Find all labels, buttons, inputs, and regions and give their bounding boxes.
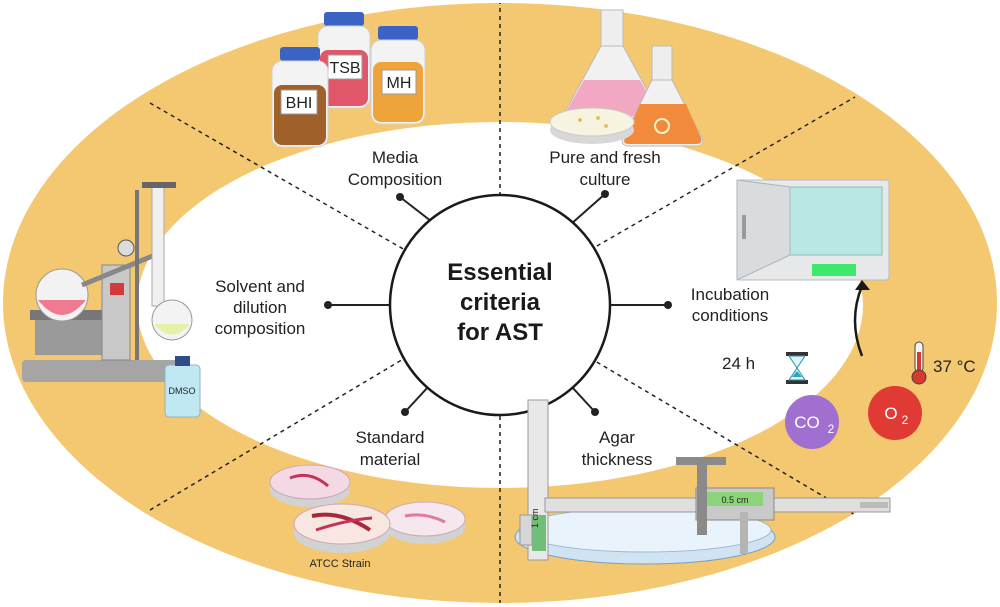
o2-sub: 2	[902, 413, 909, 427]
co2-sub: 2	[828, 422, 835, 436]
criterion-culture: Pure and fresh culture	[549, 148, 661, 189]
culture-flasks-icon	[549, 9, 704, 147]
incubation-arrow	[853, 285, 864, 357]
culture-label-line1: Pure and fresh	[549, 148, 661, 167]
solvent-label-line1: Solvent and	[215, 277, 305, 296]
media-bottles-icon: TSB MH BHI	[271, 12, 426, 148]
atcc-label: ATCC Strain	[310, 558, 371, 570]
caliper-icon: 1 cm 0.5 cm	[514, 399, 891, 565]
incubation-label-line2: conditions	[692, 306, 769, 325]
petri-dish-icon	[549, 107, 635, 144]
media-label-line2: Composition	[348, 170, 443, 189]
bottle-icon: MH	[370, 26, 426, 125]
center-hub: Essential criteria for AST	[388, 193, 612, 417]
co2-bubble: CO 2	[785, 395, 839, 449]
section-dividers	[149, 3, 856, 603]
center-title-line3: for AST	[457, 319, 543, 346]
thermometer-icon	[911, 341, 927, 385]
co2-main: CO	[794, 413, 820, 432]
petri-dish-icon	[293, 503, 391, 553]
rotary-evaporator-icon: DMSO	[22, 182, 201, 418]
o2-bubble: O 2	[868, 386, 922, 440]
media-label-line1: Media	[372, 148, 419, 167]
bottle-icon: BHI	[271, 47, 329, 148]
connector-lines	[328, 193, 668, 413]
solvent-label-line2: dilution	[233, 298, 287, 317]
caliper-05cm-label: 0.5 cm	[721, 495, 748, 505]
incubation-label-line1: Incubation	[691, 285, 769, 304]
standard-label-line2: material	[360, 450, 420, 469]
incubation-arrowhead	[855, 280, 870, 290]
solvent-label-line3: composition	[215, 319, 306, 338]
connector-dots	[324, 190, 672, 416]
petri-dish-icon	[269, 464, 351, 507]
incubator-icon	[736, 179, 890, 281]
culture-label-line2: culture	[579, 170, 630, 189]
agar-label-line1: Agar	[599, 428, 635, 447]
criterion-agar: Agar thickness	[582, 428, 653, 469]
criterion-incubation: Incubation conditions	[691, 285, 769, 325]
bhi-label: BHI	[286, 95, 313, 112]
center-title-line1: Essential	[447, 259, 552, 286]
caliper-1cm-label: 1 cm	[530, 508, 540, 528]
flask-icon	[621, 45, 704, 147]
standard-label-line1: Standard	[356, 428, 425, 447]
standard-dishes-icon: ATCC Strain	[269, 464, 466, 570]
center-title-line2: criteria	[460, 289, 541, 316]
criterion-media: Media Composition	[348, 148, 443, 189]
flask-icon	[564, 9, 660, 119]
criterion-solvent: Solvent and dilution composition	[215, 277, 306, 338]
o2-main: O	[884, 404, 897, 423]
temp-value: 37 °C	[933, 357, 976, 376]
time-value: 24 h	[722, 354, 755, 373]
petri-dish-icon	[384, 501, 466, 544]
mh-label: MH	[387, 75, 412, 92]
dmso-label: DMSO	[169, 386, 196, 396]
tsb-label: TSB	[329, 60, 360, 77]
agar-label-line2: thickness	[582, 450, 653, 469]
hourglass-icon	[786, 352, 808, 384]
criterion-standard: Standard material	[356, 428, 425, 469]
